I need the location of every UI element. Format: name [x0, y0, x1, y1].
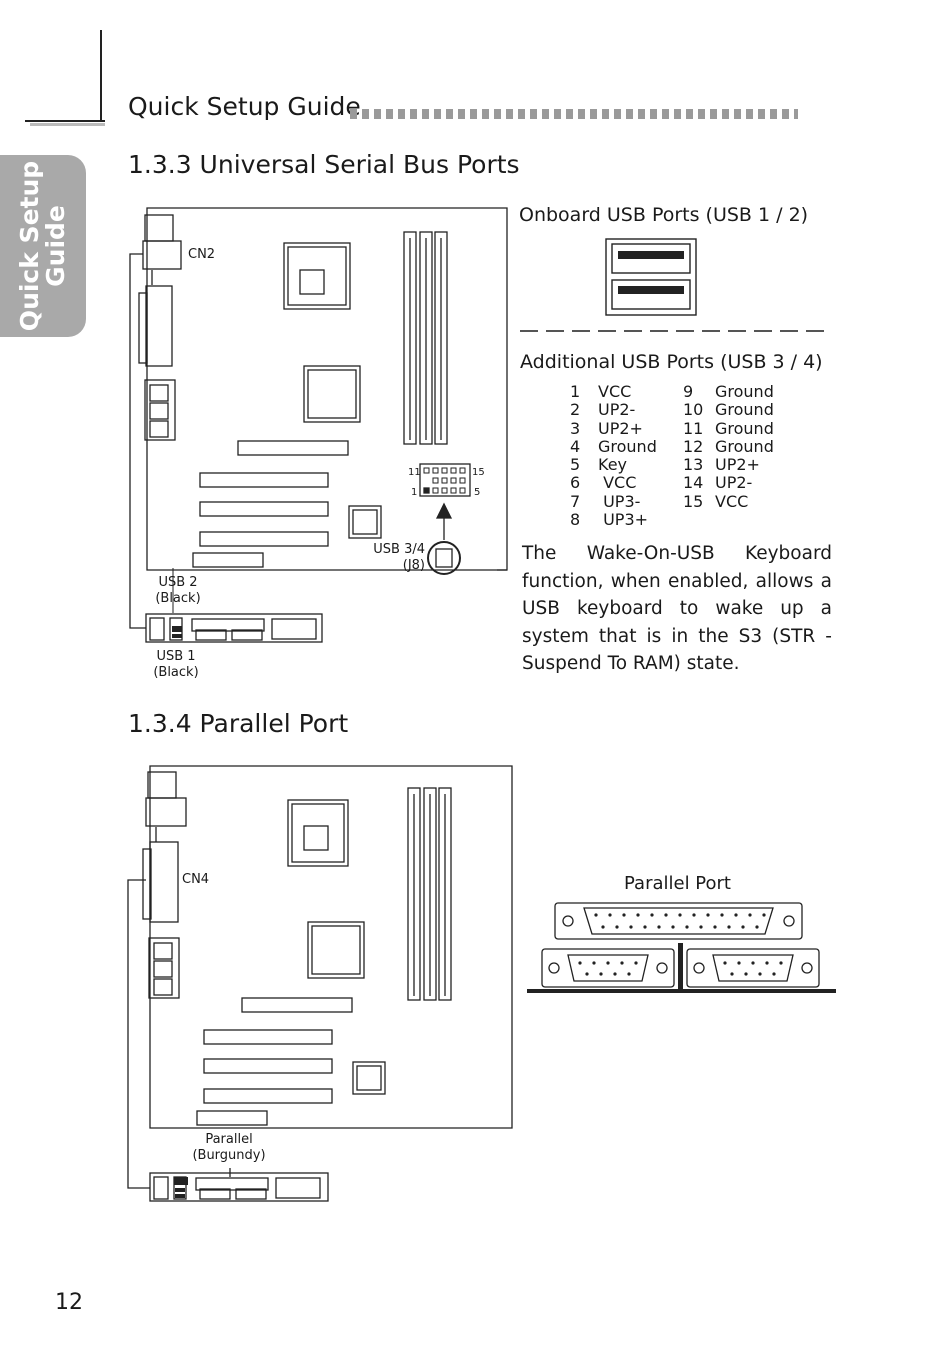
- pin-row: 4 Ground 12 Ground: [570, 436, 785, 456]
- pin-signal: Ground: [715, 418, 774, 438]
- side-tab: [0, 155, 86, 337]
- onboard-usb-title: Onboard USB Ports (USB 1 / 2): [519, 204, 809, 226]
- additional-usb-title: Additional USB Ports (USB 3 / 4): [520, 351, 823, 373]
- pin-signal: UP3+: [598, 510, 649, 530]
- pin-row: 6 VCC 14 UP2-: [570, 473, 785, 493]
- usb1-label: USB 1 (Black): [153, 649, 199, 680]
- pin-number: 7: [570, 491, 581, 511]
- pin-signal: Ground: [715, 436, 774, 456]
- page-number: 12: [55, 1290, 83, 1315]
- pin-signal: Key: [598, 455, 628, 475]
- pin-signal: Ground: [715, 382, 774, 401]
- pin-signal: UP2-: [598, 400, 636, 420]
- pin-number: 15: [683, 491, 704, 511]
- pin-row: 1 VCC 9 Ground: [570, 382, 785, 401]
- crop-mark-horizontal: [25, 120, 105, 122]
- usb34-label: USB 3/4 (J8): [373, 542, 425, 573]
- pin-number: 12: [683, 436, 704, 456]
- crop-mark-vertical: [100, 30, 102, 120]
- pin-signal: UP2+: [598, 418, 643, 438]
- pin-number: 6: [570, 473, 581, 493]
- pin-signal: Ground: [598, 436, 657, 456]
- pin-row: 8 UP3+: [570, 510, 785, 530]
- pin-number: 11: [683, 418, 704, 438]
- pin-signal: UP3-: [598, 491, 641, 511]
- section-divider: [520, 330, 832, 332]
- header-dot-rule: [350, 109, 798, 119]
- pin-signal: UP2-: [715, 473, 753, 493]
- pin-signal: Ground: [715, 400, 774, 420]
- header-pin-1-label: 1: [411, 487, 418, 498]
- pin-number: 2: [570, 400, 581, 420]
- pin-number: 5: [570, 455, 581, 475]
- pin-signal: UP2+: [715, 455, 760, 475]
- pin-number: 3: [570, 418, 581, 438]
- header-title: Quick Setup Guide: [128, 92, 361, 121]
- header-pin-11-label: 11: [408, 467, 421, 478]
- pin-number: 14: [683, 473, 704, 493]
- cn2-label: CN2: [188, 247, 216, 262]
- header-pin-15-label: 15: [472, 467, 485, 478]
- wake-on-usb-description: The Wake-On-USB Keyboard function, when …: [522, 543, 832, 674]
- pin-number: 8: [570, 510, 581, 530]
- pin-number: 4: [570, 436, 581, 456]
- pin-row: 5 Key 13 UP2+: [570, 455, 785, 475]
- pin-signal: VCC: [715, 491, 749, 511]
- pin-signal: VCC: [598, 382, 632, 401]
- section-usb-title: 1.3.3 Universal Serial Bus Ports: [128, 150, 520, 179]
- crop-mark-shadow: [30, 123, 105, 126]
- section-parallel-title: 1.3.4 Parallel Port: [128, 709, 349, 738]
- usb2-label: USB 2 (Black): [155, 575, 201, 606]
- parallel-burgundy-label: Parallel (Burgundy): [192, 1132, 266, 1163]
- pin-number: 9: [683, 382, 694, 401]
- pin-signal: VCC: [598, 473, 637, 493]
- pin-number: 13: [683, 455, 704, 475]
- pin-row: 7 UP3- 15 VCC: [570, 491, 785, 511]
- pin-number: 10: [683, 400, 704, 420]
- pin-row: 2 UP2- 10 Ground: [570, 400, 785, 420]
- parallel-port-title: Parallel Port: [624, 873, 731, 894]
- pin-row: 3 UP2+ 11 Ground: [570, 418, 785, 438]
- header-pin-5-label: 5: [474, 487, 481, 498]
- cn4-label: CN4: [182, 872, 210, 887]
- pin-number: 1: [570, 382, 581, 401]
